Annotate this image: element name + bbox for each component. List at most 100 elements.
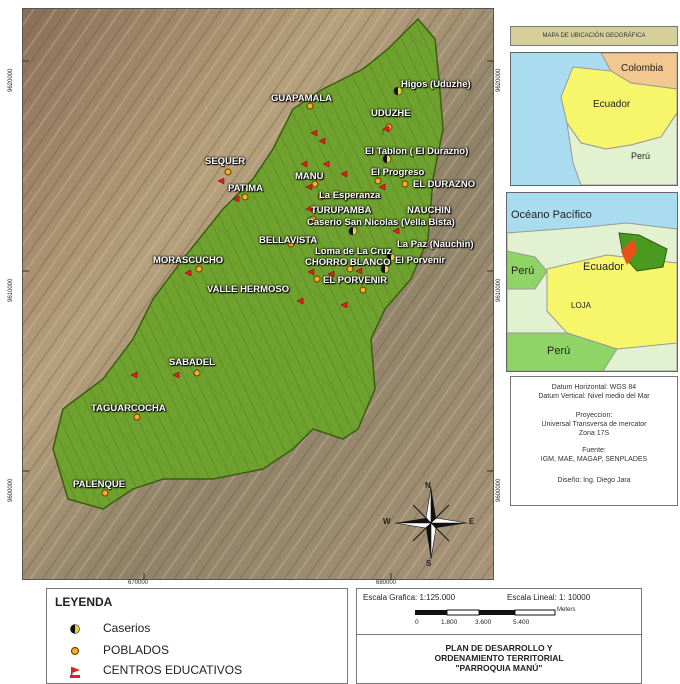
school-marker — [322, 160, 330, 168]
school-marker — [305, 183, 313, 191]
caserio-marker — [382, 154, 392, 164]
school-marker — [392, 227, 400, 235]
place-label: VALLE HERMOSO — [207, 284, 290, 295]
province-location-map[interactable]: Océano Pacífico Perú Ecuador LOJA Perú — [506, 192, 678, 372]
main-map[interactable]: Higos (Uduzhe) GUAPAMALA UDUZHE El Tablo… — [22, 8, 494, 580]
scale-box: Escala Grafica: 1:125.000 Escala Lineal:… — [356, 588, 642, 636]
location-title-bar: MAPA DE UBICACIÓN GEOGRÁFICA — [510, 26, 678, 46]
place-label: La Esperanza — [319, 190, 381, 201]
compass-n-label: N — [425, 481, 431, 490]
poblado-marker — [401, 180, 409, 188]
plan-line-3: "PARROQUIA MANÚ" — [455, 663, 543, 673]
school-marker — [184, 269, 192, 277]
coord-right-3: 9600000 — [496, 478, 502, 502]
place-label: CHORRO BLANCO — [305, 257, 391, 268]
school-marker — [340, 301, 348, 309]
scale-unit: Meters — [557, 607, 576, 613]
plan-title-box: PLAN DE DESARROLLO Y ORDENAMIENTO TERRIT… — [356, 634, 642, 684]
caserio-marker — [386, 252, 396, 262]
legend-title: LEYENDA — [55, 595, 113, 609]
poblado-marker — [346, 265, 354, 273]
place-label: GUAPAMALA — [271, 93, 333, 104]
place-label: Higos (Uduzhe) — [401, 79, 471, 90]
school-marker — [296, 297, 304, 305]
caserio-markers — [348, 86, 403, 274]
school-marker — [355, 267, 363, 275]
place-label: PATIMA — [228, 183, 264, 194]
country-location-shapes — [560, 53, 677, 185]
place-label: Loma de La Cruz — [315, 246, 392, 257]
map2-ecuador: Ecuador — [583, 261, 624, 273]
coord-left-2: 9610000 — [8, 278, 14, 302]
poblado-marker — [313, 275, 321, 283]
school-marker — [305, 205, 313, 213]
poblado-marker — [195, 265, 203, 273]
legend-item-poblados: POBLADOS — [69, 643, 169, 660]
place-label: SABADEL — [169, 357, 215, 368]
school-marker — [307, 268, 315, 276]
place-label: UDUZHE — [371, 108, 411, 119]
place-label: MORASCUCHO — [153, 255, 224, 266]
legend-label: POBLADOS — [103, 643, 170, 657]
place-label: La Paz (Nauchin) — [397, 239, 474, 250]
school-marker — [378, 183, 386, 191]
poblado-marker — [287, 240, 295, 248]
datum-vertical: Datum Vertical: Nivel medio del Mar — [538, 393, 650, 400]
poblado-marker — [374, 177, 382, 185]
school-marker — [318, 137, 326, 145]
school-marker — [172, 371, 180, 379]
place-label: El Progreso — [371, 167, 425, 178]
caserio-marker — [393, 86, 403, 96]
plan-line-1: PLAN DE DESARROLLO Y — [445, 643, 553, 653]
projection-line-2: Zona 17S — [578, 430, 610, 437]
place-label: MANU — [295, 171, 324, 182]
poblado-marker — [359, 286, 367, 294]
scale-tick: 1.800 — [441, 619, 458, 626]
scale-bar — [415, 609, 556, 616]
school-marker — [130, 371, 138, 379]
graphic-scale: Escala Grafica: 1:125.000 — [363, 593, 456, 602]
scale-tick: 5.400 — [513, 619, 530, 626]
coord-left-3: 9600000 — [8, 478, 14, 502]
place-label: EL DURAZNO — [413, 179, 476, 190]
coord-right-2: 9610000 — [496, 278, 502, 302]
poblado-marker — [193, 369, 201, 377]
plan-line-2: ORDENAMIENTO TERRITORIAL — [434, 653, 564, 663]
linear-scale: Escala Lineal: 1: 10000 — [507, 593, 591, 602]
source-text: IGM, MAE, MAGAP, SENPLADES — [540, 456, 648, 463]
school-marker — [327, 270, 335, 278]
projection-title: Proyeccion: — [575, 412, 613, 419]
poblado-marker — [317, 193, 325, 201]
poblado-icon — [70, 646, 80, 656]
poblado-marker — [101, 489, 109, 497]
compass-rose — [394, 486, 468, 560]
map2-peru-south: Perú — [547, 345, 571, 357]
school-marker — [310, 129, 318, 137]
map1-ecuador: Ecuador — [593, 99, 631, 110]
coord-right-1: 9620000 — [496, 68, 502, 92]
compass-w-label: W — [383, 517, 391, 526]
poblado-marker — [309, 215, 317, 223]
place-label: El Porvenir — [395, 255, 446, 266]
centro-educativo-markers — [130, 125, 400, 379]
school-marker — [217, 177, 225, 185]
school-marker — [300, 160, 308, 168]
legend-item-centros: CENTROS EDUCATIVOS — [69, 663, 242, 682]
scale-tick: 3.600 — [475, 619, 492, 626]
school-marker — [232, 195, 240, 203]
poblado-marker — [306, 102, 314, 110]
legend-label: Caserios — [103, 621, 151, 635]
coord-bottom-1: 670000 — [128, 580, 149, 586]
location-title: MAPA DE UBICACIÓN GEOGRÁFICA — [542, 33, 646, 39]
relief-and-parish-layer — [23, 9, 493, 579]
map2-ocean: Océano Pacífico — [511, 209, 592, 221]
legend-box: LEYENDA Caserios POBLADOS CENTROS EDUCAT… — [46, 588, 348, 684]
design-credit: Diseño: Ing. Diego Jara — [557, 477, 631, 484]
map1-peru: Perú — [631, 151, 651, 161]
map2-loja: LOJA — [571, 301, 592, 310]
poblado-marker — [241, 193, 249, 201]
place-label: TAGUARCOCHA — [91, 403, 166, 414]
source-title: Fuente: — [582, 447, 606, 454]
country-location-map[interactable]: Colombia Ecuador Perú — [510, 52, 678, 186]
place-label: PALENQUE — [73, 479, 126, 490]
